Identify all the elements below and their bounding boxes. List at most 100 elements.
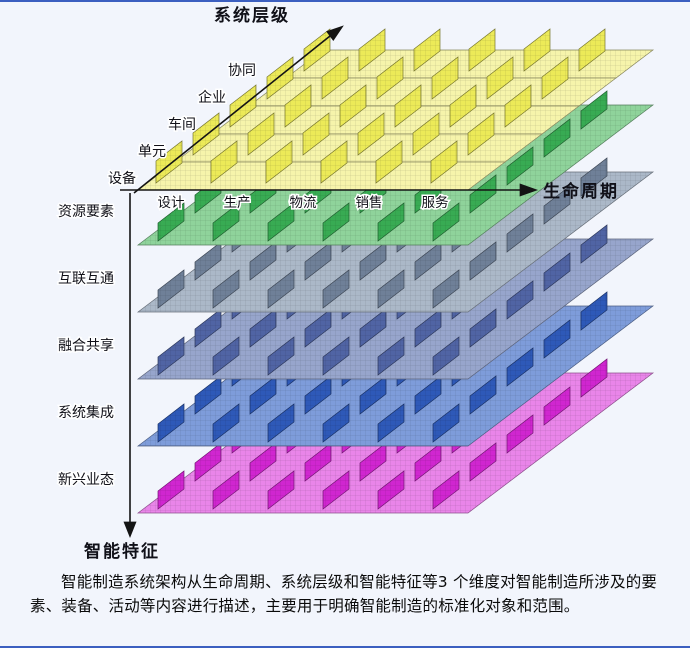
feature-level-label: 互联互通 [58, 271, 114, 287]
feature-cell-fin-1 [506, 213, 534, 253]
feature-cell-fin-4 [469, 442, 497, 482]
lifecycle-stage-label: 销售 [356, 195, 383, 211]
feature-cell-fin-3 [469, 375, 497, 415]
feature-cell-fin-4 [157, 470, 185, 510]
system-level-label: 企业 [198, 89, 226, 106]
feature-cell-fin-0 [543, 118, 571, 158]
system-cell-fin-3 [541, 56, 569, 100]
feature-cell-fin-3 [212, 403, 240, 443]
feature-cell-fin-0 [432, 202, 460, 242]
system-cell-fin-2 [394, 84, 422, 128]
system-cell-fin-2 [284, 84, 312, 128]
architecture-figure: 生命周期设计生产物流销售服务系统层级设备单元车间企业协同智能特征资源要素互联互通… [57, 5, 655, 562]
feature-cell-fin-1 [267, 269, 295, 309]
feature-cell-fin-1 [469, 241, 497, 281]
feature-level-label: 系统集成 [58, 404, 114, 421]
feature-cell-fin-2 [157, 336, 185, 376]
feature-cell-fin-2 [212, 336, 240, 376]
bottom-border-rule [0, 646, 690, 648]
feature-cell-fin-2 [506, 280, 534, 320]
feature-level-label: 新兴业态 [58, 472, 114, 488]
system-cell-fin-1 [247, 112, 275, 156]
system-cell-fin-3 [431, 56, 459, 100]
system-cell-fin-4 [468, 28, 496, 72]
system-cell-fin-2 [504, 84, 532, 128]
feature-cell-fin-2 [432, 336, 460, 376]
feature-cell-fin-0 [267, 202, 295, 242]
feature-cell-fin-2 [543, 252, 571, 292]
system-cell-fin-4 [523, 28, 551, 72]
feature-cell-fin-0 [506, 146, 534, 186]
feature-cell-fin-4 [506, 414, 534, 454]
feature-level-label: 资源要素 [58, 204, 114, 220]
lifecycle-stage-label: 服务 [422, 195, 449, 211]
feature-cell-fin-1 [212, 269, 240, 309]
feature-cell-fin-1 [543, 185, 571, 225]
lifecycle-axis-label: 生命周期 [543, 181, 619, 202]
feature-cell-fin-2 [469, 308, 497, 348]
feature-cell-fin-1 [377, 269, 405, 309]
feature-cell-fin-4 [432, 470, 460, 510]
feature-cell-fin-1 [432, 269, 460, 309]
feature-cell-fin-0 [580, 90, 608, 130]
feature-cell-fin-4 [377, 470, 405, 510]
feature-cell-fin-4 [543, 386, 571, 426]
architecture-3d-diagram: 生命周期设计生产物流销售服务系统层级设备单元车间企业协同智能特征资源要素互联互通… [57, 5, 655, 562]
top-border-rule [0, 0, 690, 2]
system-axis-line [133, 35, 331, 194]
feature-cell-fin-0 [157, 202, 185, 242]
feature-cell-fin-4 [580, 358, 608, 398]
system-cell-fin-2 [339, 84, 367, 128]
feature-cell-fin-1 [157, 269, 185, 309]
feature-cell-fin-2 [322, 336, 350, 376]
feature-cell-fin-2 [377, 336, 405, 376]
lifecycle-axis-arrow [519, 183, 539, 197]
system-cell-fin-4 [413, 28, 441, 72]
system-cell-fin-2 [449, 84, 477, 128]
lifecycle-stage-label: 生产 [224, 195, 251, 211]
system-cell-fin-1 [192, 112, 220, 156]
system-cell-fin-1 [302, 112, 330, 156]
feature-cell-fin-2 [267, 336, 295, 376]
feature-axis-arrow [123, 521, 137, 538]
feature-cell-fin-3 [432, 403, 460, 443]
system-axis-arrow [326, 25, 344, 42]
feature-cell-fin-3 [543, 319, 571, 359]
figure-caption: 智能制造系统架构从生命周期、系统层级和智能特征等3 个维度对智能制造所涉及的要素… [30, 573, 658, 616]
feature-level-label: 融合共享 [58, 337, 114, 354]
system-cell-fin-4 [578, 28, 606, 72]
feature-cell-fin-4 [267, 470, 295, 510]
feature-cell-fin-3 [377, 403, 405, 443]
system-cell-fin-1 [357, 112, 385, 156]
system-cell-fin-3 [266, 56, 294, 100]
feature-cell-fin-3 [322, 403, 350, 443]
system-cell-fin-0 [320, 140, 348, 184]
feature-cell-fin-1 [322, 269, 350, 309]
system-cell-fin-4 [358, 28, 386, 72]
system-cell-fin-3 [486, 56, 514, 100]
system-cell-fin-0 [210, 140, 238, 184]
feature-axis-label: 智能特征 [84, 541, 160, 562]
system-cell-fin-0 [430, 140, 458, 184]
feature-cell-fin-0 [377, 202, 405, 242]
feature-cell-fin-0 [212, 202, 240, 242]
feature-cell-fin-0 [469, 174, 497, 214]
feature-cell-fin-4 [322, 470, 350, 510]
feature-cell-fin-3 [267, 403, 295, 443]
system-cell-fin-1 [412, 112, 440, 156]
feature-cell-fin-2 [580, 224, 608, 264]
system-level-label: 协同 [228, 63, 256, 79]
feature-cell-fin-1 [580, 157, 608, 197]
feature-cell-fin-3 [506, 347, 534, 387]
lifecycle-stage-label: 物流 [290, 195, 317, 211]
system-cell-fin-0 [375, 140, 403, 184]
system-cell-fin-3 [321, 56, 349, 100]
system-level-label: 设备 [108, 170, 136, 187]
system-cell-fin-3 [376, 56, 404, 100]
system-level-label: 单元 [138, 144, 166, 160]
system-cell-fin-0 [265, 140, 293, 184]
feature-cell-fin-0 [322, 202, 350, 242]
feature-cell-fin-3 [157, 403, 185, 443]
system-level-label: 车间 [168, 116, 196, 133]
system-axis-label: 系统层级 [214, 5, 290, 26]
